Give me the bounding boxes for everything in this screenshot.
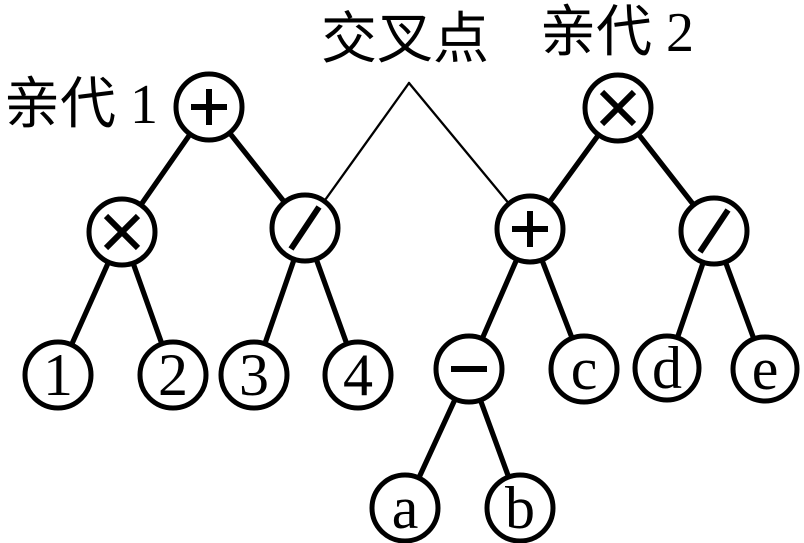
node-label: 3 [239, 342, 269, 408]
node-parent2-leaf-a: a [369, 472, 441, 543]
node-parent2-divide [678, 195, 750, 267]
node-parent1-leaf-3: 3 [218, 339, 290, 411]
node-parent2-leaf-b: b [484, 472, 556, 543]
node-circle [22, 339, 94, 411]
node-circle [137, 339, 209, 411]
operator-symbol [103, 213, 141, 251]
node-label: d [652, 335, 682, 401]
node-parent1-plus [173, 71, 245, 143]
node-parent2-plus [494, 193, 566, 265]
node-circle [484, 472, 556, 543]
node-label: c [571, 336, 598, 402]
crossover-point-label: 交叉点 [321, 9, 489, 71]
node-parent1-leaf-4: 4 [322, 339, 394, 411]
operator-symbol [697, 208, 731, 254]
node-circle [548, 333, 620, 405]
node-label: a [392, 475, 419, 541]
parent2-edges [402, 105, 768, 511]
node-parent1-leaf-2: 2 [137, 339, 209, 411]
node-parent2-leaf-e: e [730, 334, 800, 404]
node-parent1-times [86, 196, 158, 268]
node-label: 1 [43, 342, 73, 408]
node-circle [632, 333, 702, 403]
crossover-pointer [303, 81, 532, 231]
operator-symbol [599, 89, 637, 127]
node-parent1-leaf-1: 1 [22, 339, 94, 411]
node-label: e [752, 336, 779, 402]
node-circle [322, 339, 394, 411]
node-parent2-times [582, 72, 654, 144]
operator-symbol [288, 205, 322, 251]
node-label: b [505, 475, 535, 541]
parent1-label: 亲代 1 [4, 74, 158, 136]
node-circle [369, 472, 441, 543]
node-parent2-minus [433, 333, 505, 405]
node-parent2-leaf-c: c [548, 333, 620, 405]
node-label: 2 [158, 342, 188, 408]
node-label: 4 [343, 342, 373, 408]
parent2-label: 亲代 2 [540, 2, 694, 64]
node-circle [730, 334, 800, 404]
node-parent1-divide [269, 192, 341, 264]
node-circle [218, 339, 290, 411]
node-parent2-leaf-d: d [632, 333, 702, 403]
